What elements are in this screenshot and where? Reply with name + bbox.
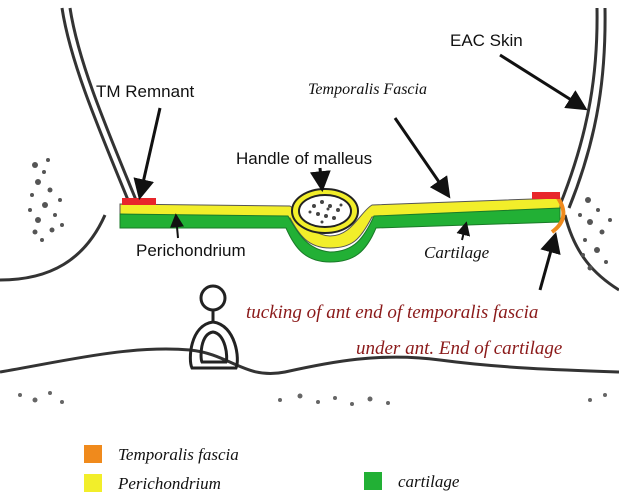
floor-texture (18, 391, 607, 406)
arrow-tucking (540, 236, 555, 290)
arrow-cartilage (462, 224, 466, 240)
arrow-temporalis-fascia (395, 118, 448, 195)
label-temporalis-fascia: Temporalis Fascia (308, 81, 427, 98)
label-eac-skin: EAC Skin (450, 31, 523, 50)
left-lower-outline (0, 215, 105, 280)
left-mastoid-cells (28, 158, 64, 242)
legend-swatch-temporalis-fascia (84, 445, 102, 463)
label-cartilage: Cartilage (424, 243, 490, 262)
right-lower-outline (565, 215, 619, 290)
note-line-1: tucking of ant end of temporalis fascia (246, 302, 538, 323)
tm-remnant-left (122, 198, 156, 205)
label-tm-remnant: TM Remnant (96, 82, 195, 101)
arrow-tm-remnant (140, 108, 160, 196)
label-handle-of-malleus: Handle of malleus (236, 149, 372, 168)
label-perichondrium: Perichondrium (136, 241, 246, 260)
left-canal-wall (62, 8, 136, 200)
legend-label-cartilage: cartilage (398, 472, 460, 491)
legend-item-perichondrium: Perichondrium (84, 474, 221, 493)
malleus-handle (292, 189, 358, 233)
note-line-2: under ant. End of cartilage (356, 338, 562, 359)
legend-item-temporalis-fascia: Temporalis fascia (84, 445, 239, 464)
arrow-handle-of-malleus (320, 168, 322, 188)
arrow-eac-skin (500, 55, 584, 108)
tm-remnant-right (532, 192, 560, 199)
legend-label-perichondrium: Perichondrium (117, 474, 221, 493)
legend-swatch-perichondrium (84, 474, 102, 492)
legend-item-cartilage: cartilage (364, 472, 460, 491)
legend-label-temporalis-fascia: Temporalis fascia (118, 445, 239, 464)
legend-swatch-cartilage (364, 472, 382, 490)
legend: Temporalis fascia Perichondrium cartilag… (84, 445, 460, 493)
